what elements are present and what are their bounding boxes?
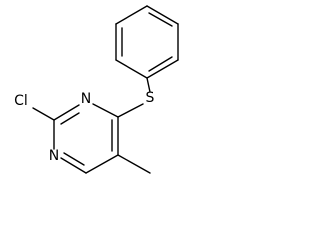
- double-bond-inner: [60, 112, 80, 125]
- bond: [146, 59, 179, 79]
- bond: [60, 157, 87, 174]
- bond: [92, 103, 119, 118]
- atom-sulfur: S: [146, 90, 155, 106]
- bond: [115, 59, 148, 79]
- phenyl-sulfur-bond: [146, 77, 151, 93]
- bond: [53, 104, 80, 121]
- methyl-bond: [117, 154, 151, 174]
- structure-diagram: Cl N N S: [14, 5, 179, 174]
- bond: [146, 5, 179, 25]
- double-bond-inner: [148, 56, 173, 72]
- double-bond-inner: [63, 152, 85, 166]
- double-bond-inner: [148, 12, 173, 27]
- bond: [85, 154, 119, 174]
- pyrimidine-ring: [53, 103, 119, 174]
- phenyl-ring: [115, 5, 179, 79]
- atom-nitrogen-top: N: [81, 91, 91, 107]
- bond: [115, 5, 148, 25]
- c2-chlorine-bond: [32, 107, 55, 121]
- atom-nitrogen-bottom: N: [49, 148, 59, 164]
- sulfur-c4-bond: [117, 103, 144, 118]
- atom-chlorine: Cl: [14, 93, 28, 109]
